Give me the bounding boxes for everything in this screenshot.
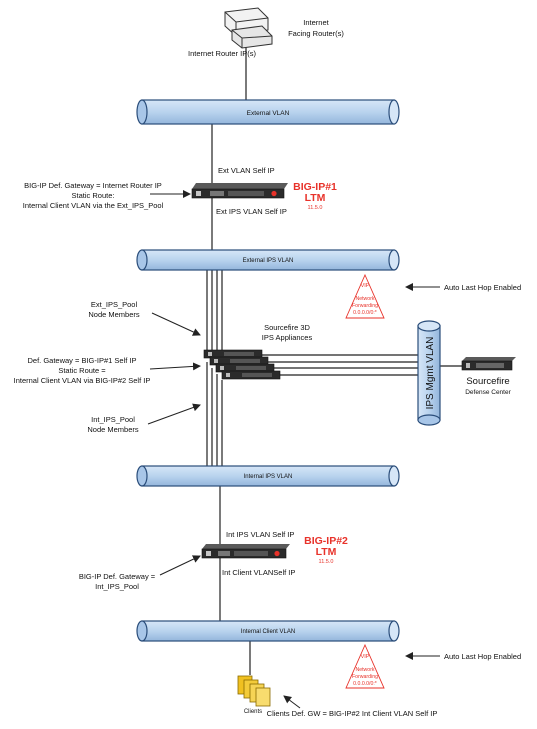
bigip2-note-pool: Int_IPS_Pool (95, 582, 139, 591)
vip1-badge: VIP (361, 283, 370, 289)
bigip1-version: 11.5.0 (308, 205, 323, 211)
bigip2-note-arrow (159, 555, 201, 576)
external-ips-vlan-label: External IPS VLAN (243, 258, 294, 264)
external-ips-vlan: External IPS VLAN (136, 249, 400, 271)
ips-mgmt-vlan: IPS Mgmt VLAN (417, 320, 441, 426)
vip2-text-network: Network (355, 667, 374, 673)
vip1-text-forwarding: Forwarding (352, 303, 378, 309)
ips-appliance-4 (221, 370, 281, 380)
internal-ips-vlan: Internal IPS VLAN (136, 465, 400, 487)
ext-pool-arrow (151, 312, 201, 336)
int-pool-label-line2: Node Members (87, 425, 139, 434)
external-vlan: External VLAN (136, 99, 400, 125)
vip1-text-range: 0.0.0.0/0:* (353, 310, 377, 316)
vip1-text-network: Network (355, 296, 374, 302)
internal-client-vlan-label: Internal Client VLAN (241, 629, 295, 635)
bigip2-name: BIG-IP#2 (304, 535, 348, 547)
bigip2-version: 11.5.0 (319, 559, 334, 565)
int-pool-label-line1: Int_IPS_Pool (91, 415, 135, 424)
ips-gw-note-line3: Internal Client VLAN via BIG-IP#2 Self I… (14, 376, 151, 385)
clients-gw-note: Clients Def. GW = BIG-IP#2 Int Client VL… (267, 709, 438, 718)
bigip1-note-route-detail: Internal Client VLAN via the Ext_IPS_Poo… (23, 201, 164, 210)
bigip1-name: BIG-IP#1 (293, 181, 337, 193)
clients-label: Clients (244, 709, 262, 715)
clients-icon (237, 675, 271, 707)
defense-center-label-line1: Sourcefire (466, 376, 509, 387)
external-vlan-label: External VLAN (247, 110, 290, 117)
ips-mgmt-vlan-label: IPS Mgmt VLAN (425, 337, 436, 410)
clients-note-arrow (283, 695, 301, 709)
bigip1-top-label: Ext VLAN Self IP (218, 166, 275, 175)
ips-title-line2: IPS Appliances (262, 333, 313, 342)
bigip2-appliance-icon (201, 544, 290, 559)
defense-center-label-line2: Defense Center (465, 389, 511, 396)
bigip1-ltm: LTM (305, 192, 326, 204)
ext-pool-label-line2: Node Members (88, 310, 140, 319)
vip2-triangle-icon (345, 643, 385, 689)
ips-gw-note-line2: Static Route = (58, 366, 106, 375)
connection-lines (206, 45, 462, 675)
bigip1-appliance-icon (191, 183, 288, 199)
ips-title-line1: Sourcefire 3D (264, 323, 310, 332)
vip1-note: Auto Last Hop Enabled (444, 283, 521, 292)
int-pool-arrow (147, 403, 201, 425)
bigip1-note-gateway: BIG-IP Def. Gateway = Internet Router IP (24, 181, 162, 190)
router-label-line2: Facing Router(s) (288, 29, 344, 38)
vip2-text-forwarding: Forwarding (352, 674, 378, 680)
vip1-triangle-icon (345, 273, 385, 319)
ips-appliance-icons (203, 349, 281, 380)
router-ip-label: Internet Router IP(s) (188, 49, 256, 58)
bigip2-top-label: Int IPS VLAN Self IP (226, 530, 294, 539)
bigip1-note-static-route: Static Route: (72, 191, 115, 200)
vip2-note: Auto Last Hop Enabled (444, 652, 521, 661)
bigip2-ltm: LTM (316, 546, 337, 558)
internet-router-icon (224, 7, 273, 49)
vip2-text-range: 0.0.0.0/0:* (353, 681, 377, 687)
ext-pool-label-line1: Ext_IPS_Pool (91, 300, 138, 309)
internal-client-vlan: Internal Client VLAN (136, 620, 400, 642)
internal-ips-vlan-label: Internal IPS VLAN (244, 474, 293, 480)
defense-center-appliance-icon (461, 357, 516, 371)
bigip2-note-gateway: BIG-IP Def. Gateway = (79, 572, 156, 581)
ips-gw-note-line1: Def. Gateway = BIG-IP#1 Self IP (27, 356, 136, 365)
bigip2-bottom-label: Int Client VLANSelf IP (222, 568, 295, 577)
router-label-line1: Internet (303, 18, 329, 27)
vip2-badge: VIP (361, 654, 370, 660)
bigip1-bottom-label: Ext IPS VLAN Self IP (216, 207, 287, 216)
ips-gw-note-arrow (149, 362, 201, 371)
